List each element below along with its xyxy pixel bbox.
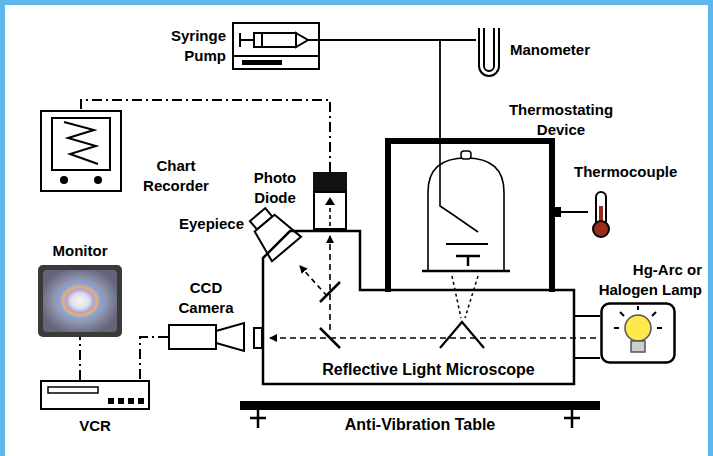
line-art bbox=[313, 172, 347, 192]
chart-recorder-icon bbox=[40, 110, 122, 192]
line-art bbox=[41, 381, 149, 409]
eyepiece-icon bbox=[248, 208, 298, 258]
line-art bbox=[625, 315, 651, 341]
line-art bbox=[64, 122, 98, 164]
line-art bbox=[240, 33, 262, 47]
thermostat-box: Thermostating Device bbox=[385, 138, 555, 292]
line-art bbox=[446, 243, 488, 245]
line-art bbox=[233, 23, 319, 69]
node-label: Chart Recorder bbox=[134, 156, 218, 196]
line-art bbox=[296, 33, 308, 47]
photo-diode-icon bbox=[313, 172, 347, 230]
node-label: Manometer bbox=[510, 40, 590, 60]
lamp-housing: Hg-Arc or Halogen Lamp bbox=[600, 302, 676, 364]
eyepiece: Eyepiece bbox=[248, 208, 298, 258]
line-art bbox=[118, 398, 124, 404]
line-art bbox=[41, 111, 121, 191]
vcr-icon bbox=[40, 380, 150, 410]
line-art bbox=[422, 270, 510, 273]
line-art bbox=[479, 28, 499, 76]
ccd-camera-icon bbox=[168, 322, 245, 352]
light-path bbox=[270, 236, 596, 348]
line-art bbox=[43, 270, 117, 332]
microscope-body: Reflective Light Microscope bbox=[262, 230, 595, 385]
line-art bbox=[631, 341, 645, 352]
line-art bbox=[461, 151, 471, 159]
node-label: Reflective Light Microscope bbox=[262, 360, 595, 380]
node-label: Anti-Vibration Table bbox=[240, 415, 600, 435]
line-art bbox=[593, 221, 609, 237]
signal-line bbox=[79, 337, 81, 380]
line-art bbox=[169, 325, 216, 349]
node-label: Photo Diode bbox=[243, 168, 307, 208]
line-art bbox=[484, 28, 494, 71]
node-label: Monitor bbox=[28, 241, 132, 261]
line-art bbox=[325, 197, 335, 205]
line-art bbox=[452, 276, 478, 318]
table-top: Anti-Vibration Table bbox=[240, 401, 600, 410]
line-art bbox=[94, 176, 102, 184]
line-art bbox=[60, 176, 68, 184]
line-art bbox=[216, 323, 244, 351]
line-art bbox=[233, 40, 320, 56]
line-art bbox=[300, 266, 327, 296]
node-label: Eyepiece bbox=[154, 214, 244, 234]
line-art bbox=[254, 328, 262, 348]
monitor-icon bbox=[38, 265, 122, 337]
chart-recorder: Chart Recorder bbox=[40, 110, 122, 192]
node-label: Thermostating Device bbox=[491, 100, 631, 140]
manometer-icon bbox=[476, 28, 502, 78]
line-art bbox=[108, 398, 114, 404]
line-art bbox=[314, 192, 346, 229]
node-label: VCR bbox=[40, 416, 150, 436]
line-art bbox=[254, 33, 296, 47]
line-art bbox=[320, 282, 340, 302]
monitor: Monitor bbox=[38, 265, 122, 337]
line-art bbox=[329, 236, 331, 330]
line-art bbox=[250, 211, 301, 261]
line-art bbox=[440, 322, 484, 348]
syringe-pump: Syringe Pump bbox=[232, 22, 320, 70]
node-label: CCD Camera bbox=[166, 278, 246, 318]
line-art bbox=[48, 387, 98, 393]
vcr: VCR bbox=[40, 380, 150, 410]
sample-chamber bbox=[422, 144, 510, 271]
manometer: Manometer bbox=[476, 28, 502, 78]
ccd-camera: CCD Camera bbox=[168, 322, 245, 352]
line-art bbox=[52, 118, 110, 170]
node-label: Syringe Pump bbox=[140, 26, 226, 66]
signal-line bbox=[140, 337, 168, 380]
line-art bbox=[320, 328, 340, 348]
line-art bbox=[329, 204, 331, 226]
sensor-wire bbox=[555, 211, 588, 213]
line-art bbox=[138, 398, 144, 404]
line-art bbox=[602, 304, 675, 363]
line-art bbox=[38, 265, 122, 337]
thermocouple-icon bbox=[588, 190, 614, 238]
line-art bbox=[440, 144, 478, 232]
lamp-housing-icon bbox=[600, 302, 676, 364]
line-art bbox=[270, 337, 596, 339]
syringe-pump-icon bbox=[232, 22, 320, 70]
line-art bbox=[575, 316, 600, 358]
tube-line bbox=[320, 40, 440, 138]
line-art bbox=[456, 256, 480, 266]
photo-diode: Photo Diode bbox=[313, 172, 347, 230]
line-art bbox=[128, 398, 134, 404]
node-label: Hg-Arc or Halogen Lamp bbox=[590, 260, 702, 300]
node-label: Thermocouple bbox=[574, 162, 677, 182]
thermocouple: Thermocouple bbox=[588, 190, 614, 238]
housing-parts bbox=[250, 207, 600, 428]
line-art bbox=[242, 60, 282, 65]
